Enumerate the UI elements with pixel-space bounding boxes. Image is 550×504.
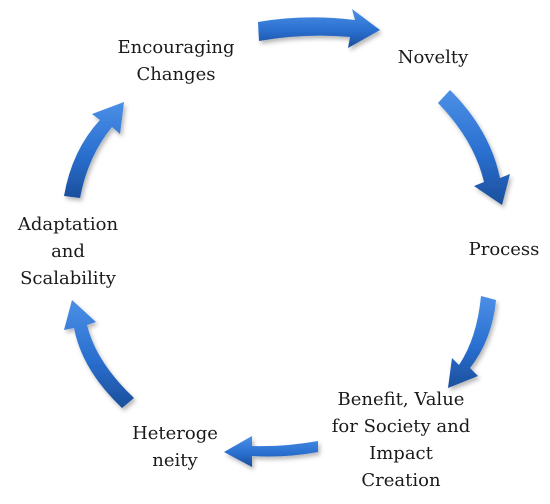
node-novelty: Novelty — [378, 44, 488, 71]
arrow-adaptation-to-encouraging — [64, 102, 124, 198]
node-heterogeneity: Heteroge neity — [120, 420, 230, 474]
node-benefit-value: Benefit, Value for Society and Impact Cr… — [318, 386, 484, 494]
node-adaptation-line-1: Adaptation — [17, 214, 119, 235]
node-adaptation-line-3: Scalability — [20, 268, 116, 289]
node-process: Process — [458, 236, 550, 263]
node-adaptation-scalability: Adaptation and Scalability — [8, 211, 128, 292]
node-encouraging-changes: Encouraging Changes — [96, 34, 256, 88]
node-process-line-1: Process — [468, 239, 540, 260]
node-benefit-line-1: Benefit, Value — [337, 389, 465, 410]
node-encouraging-line-2: Changes — [136, 64, 216, 85]
arrow-novelty-to-process — [438, 90, 510, 205]
node-benefit-line-3: Impact — [369, 443, 433, 464]
arrow-benefit-to-heterogeneity — [224, 436, 318, 467]
arrow-encouraging-to-novelty — [258, 9, 380, 48]
arrow-process-to-benefit — [448, 296, 496, 388]
node-heterogeneity-line-2: neity — [152, 450, 198, 471]
node-adaptation-line-2: and — [51, 241, 85, 262]
node-encouraging-line-1: Encouraging — [117, 37, 235, 58]
node-heterogeneity-line-1: Heteroge — [132, 423, 218, 444]
arrow-heterogeneity-to-adaptation — [64, 300, 134, 408]
node-benefit-line-4: Creation — [361, 470, 441, 491]
node-benefit-line-2: for Society and — [331, 416, 471, 437]
node-novelty-line-1: Novelty — [397, 47, 469, 68]
